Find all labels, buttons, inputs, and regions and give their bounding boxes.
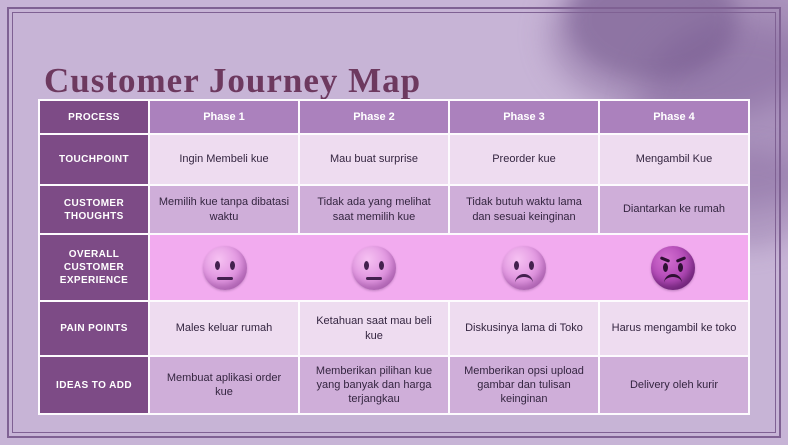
watercolor-blob [568, 0, 738, 80]
table-cell: Ketahuan saat mau beli kue [300, 302, 448, 355]
phase-3-header: Phase 3 [450, 101, 598, 133]
table-cell: Delivery oleh kurir [600, 357, 748, 413]
phase-1-header: Phase 1 [150, 101, 298, 133]
page-title: Customer Journey Map [44, 61, 422, 101]
table-cell: Tidak ada yang melihat saat memilih kue [300, 186, 448, 233]
phase-2-header: Phase 2 [300, 101, 448, 133]
phase-4-header: Phase 4 [600, 101, 748, 133]
table-cell: Mengambil Kue [600, 135, 748, 184]
table-cell: Tidak butuh waktu lama dan sesuai keingi… [450, 186, 598, 233]
row-label-overall-experience: OVERALL CUSTOMER EXPERIENCE [40, 235, 148, 300]
sad-face-emoji [501, 245, 546, 290]
experience-emoji-row [150, 235, 748, 300]
row-label-customer-thoughts: CUSTOMER THOUGHTS [40, 186, 148, 233]
table-cell: Memilih kue tanpa dibatasi waktu [150, 186, 298, 233]
table-cell: Diskusinya lama di Toko [450, 302, 598, 355]
row-label-process: PROCESS [40, 101, 148, 133]
table-cell: Diantarkan ke rumah [600, 186, 748, 233]
neutral-face-emoji [202, 245, 247, 290]
table-cell: Membuat aplikasi order kue [150, 357, 298, 413]
table-cell: Preorder kue [450, 135, 598, 184]
table-cell: Memberikan pilihan kue yang banyak dan h… [300, 357, 448, 413]
angry-face-emoji [651, 245, 696, 290]
table-cell: Ingin Membeli kue [150, 135, 298, 184]
row-label-touchpoint: TOUCHPOINT [40, 135, 148, 184]
table-cell: Males keluar rumah [150, 302, 298, 355]
table-cell: Memberikan opsi upload gambar dan tulisa… [450, 357, 598, 413]
row-label-ideas-to-add: IDEAS TO ADD [40, 357, 148, 413]
neutral-face-emoji [352, 245, 397, 290]
row-label-pain-points: PAIN POINTS [40, 302, 148, 355]
table-cell: Harus mengambil ke toko [600, 302, 748, 355]
customer-journey-table: PROCESS Phase 1 Phase 2 Phase 3 Phase 4 … [38, 99, 750, 415]
table-cell: Mau buat surprise [300, 135, 448, 184]
